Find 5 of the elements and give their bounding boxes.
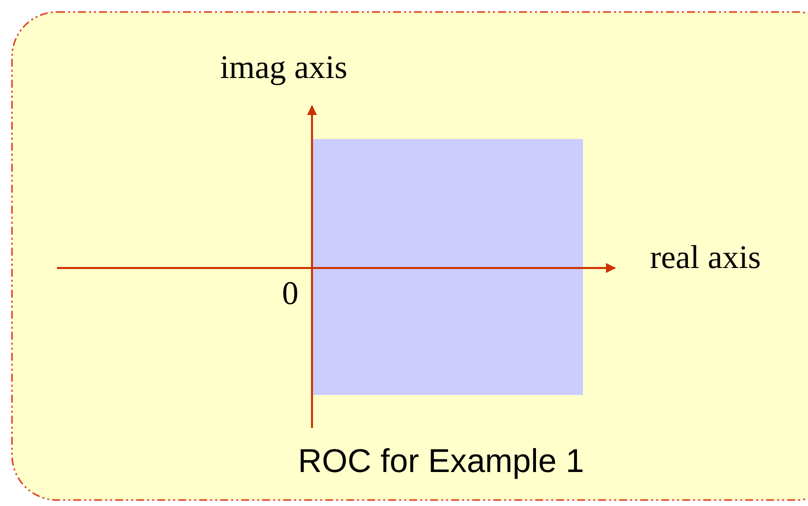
roc-region bbox=[313, 139, 583, 395]
caption-text: ROC for Example 1 bbox=[298, 444, 584, 477]
origin-label: 0 bbox=[282, 278, 298, 311]
axis-label: real axis bbox=[650, 242, 761, 275]
axis-label: imag axis bbox=[220, 52, 348, 85]
